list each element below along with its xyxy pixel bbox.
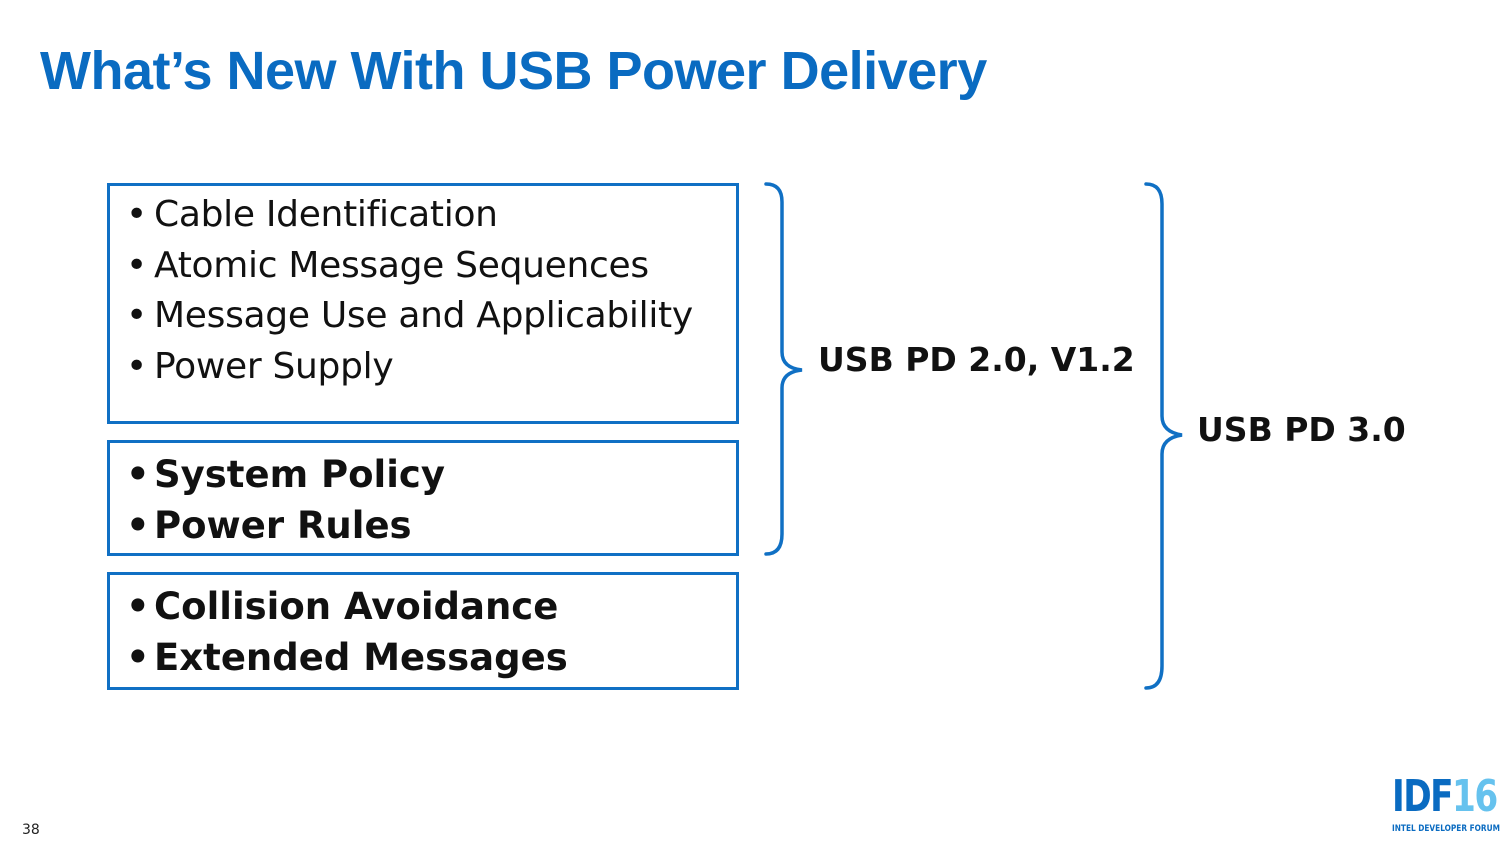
slide-title: What’s New With USB Power Delivery — [40, 41, 987, 101]
logo-tagline: INTEL DEVELOPER FORUM — [1392, 824, 1500, 834]
bullet-item: Extended Messages — [110, 633, 736, 684]
brace-label-pd2: USB PD 2.0, V1.2 — [818, 340, 1135, 379]
right-brace-icon — [1144, 182, 1183, 690]
bullet-list: Cable Identification Atomic Message Sequ… — [110, 190, 736, 392]
bullet-item: System Policy — [110, 450, 736, 501]
group-box-policy: System Policy Power Rules — [107, 440, 739, 556]
right-brace-icon — [764, 182, 803, 556]
bullet-item: Power Supply — [110, 342, 736, 393]
bullet-list: Collision Avoidance Extended Messages — [110, 582, 736, 683]
logo-year: 16 — [1452, 771, 1498, 822]
logo-brand: IDF — [1392, 771, 1454, 822]
bullet-list: System Policy Power Rules — [110, 450, 736, 551]
group-box-regular: Cable Identification Atomic Message Sequ… — [107, 183, 739, 424]
bullet-item: Power Rules — [110, 501, 736, 552]
bullet-item: Message Use and Applicability — [110, 291, 736, 342]
brace-label-pd3: USB PD 3.0 — [1197, 410, 1406, 449]
group-box-new: Collision Avoidance Extended Messages — [107, 572, 739, 690]
bullet-item: Collision Avoidance — [110, 582, 736, 633]
logo-wordmark: IDF16 — [1392, 775, 1498, 819]
idf-logo: IDF16 INTEL DEVELOPER FORUM — [1392, 775, 1500, 835]
bullet-item: Atomic Message Sequences — [110, 241, 736, 292]
page-number: 38 — [22, 822, 40, 838]
bullet-item: Cable Identification — [110, 190, 736, 241]
